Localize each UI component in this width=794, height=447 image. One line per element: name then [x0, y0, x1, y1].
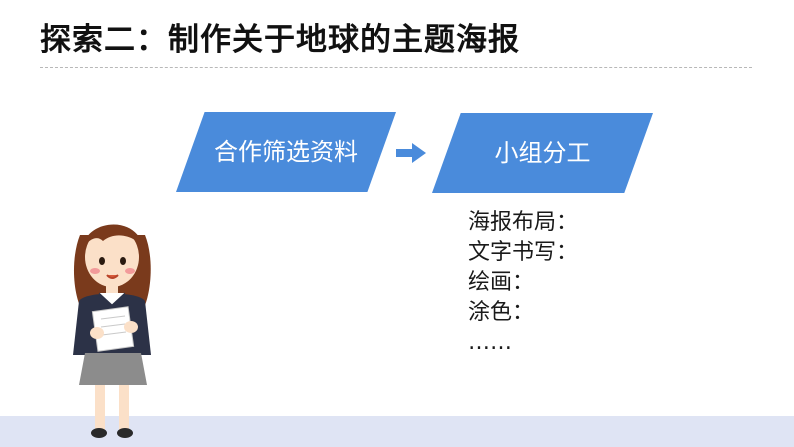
- task-item-coloring: 涂色：: [468, 300, 535, 325]
- task-item-writing: 文字书写：: [468, 240, 579, 265]
- title-divider: [40, 67, 752, 68]
- step-label-filter-materials: 合作筛选资料: [214, 138, 358, 166]
- task-item-layout: 海报布局：: [468, 210, 579, 235]
- step-label-group-division: 小组分工: [494, 139, 591, 167]
- girl-illustration: [73, 224, 151, 438]
- arrow-right-icon: [396, 143, 426, 163]
- step-box-filter-materials: [176, 112, 396, 192]
- task-item-drawing: 绘画：: [468, 270, 535, 295]
- task-item-ellipsis: ……: [468, 330, 512, 355]
- page-title: 探索二：制作关于地球的主题海报: [40, 22, 520, 58]
- task-list: 海报布局： 文字书写： 绘画： 涂色： ……: [468, 208, 578, 358]
- step-box-group-division: [432, 113, 653, 193]
